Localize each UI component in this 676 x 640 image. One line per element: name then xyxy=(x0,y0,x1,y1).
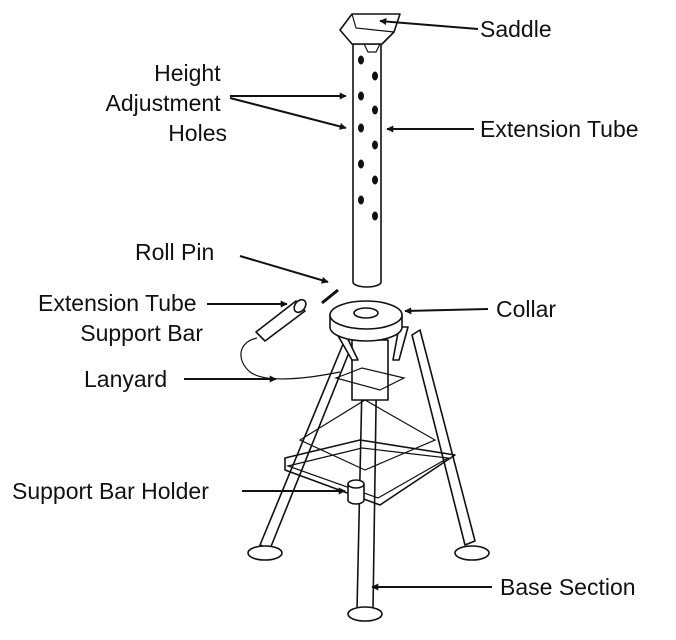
leader-collar xyxy=(404,307,489,315)
lanyard xyxy=(240,337,341,380)
extension-tube-support-bar xyxy=(255,298,307,342)
label-height-adjustment-holes: Height Adjustment Holes xyxy=(106,60,227,146)
extension-tube xyxy=(352,43,382,288)
label-base-section: Base Section xyxy=(500,574,636,600)
leader-holes-lower xyxy=(229,97,347,130)
label-lanyard: Lanyard xyxy=(84,366,167,392)
label-roll-pin: Roll Pin xyxy=(135,239,214,265)
leader-roll-pin xyxy=(239,255,329,284)
roll-pin xyxy=(321,288,339,305)
label-support-bar-holder: Support Bar Holder xyxy=(12,478,209,504)
label-saddle: Saddle xyxy=(480,16,552,42)
label-extension-tube-support-bar: Extension Tube Support Bar xyxy=(38,290,203,346)
height-adjustment-holes xyxy=(358,55,378,221)
leader-saddle xyxy=(379,18,479,30)
label-extension-tube: Extension Tube xyxy=(480,116,639,142)
base-section xyxy=(247,326,490,622)
label-collar: Collar xyxy=(496,296,556,322)
collar xyxy=(329,300,403,342)
support-bar-holder xyxy=(347,479,365,505)
